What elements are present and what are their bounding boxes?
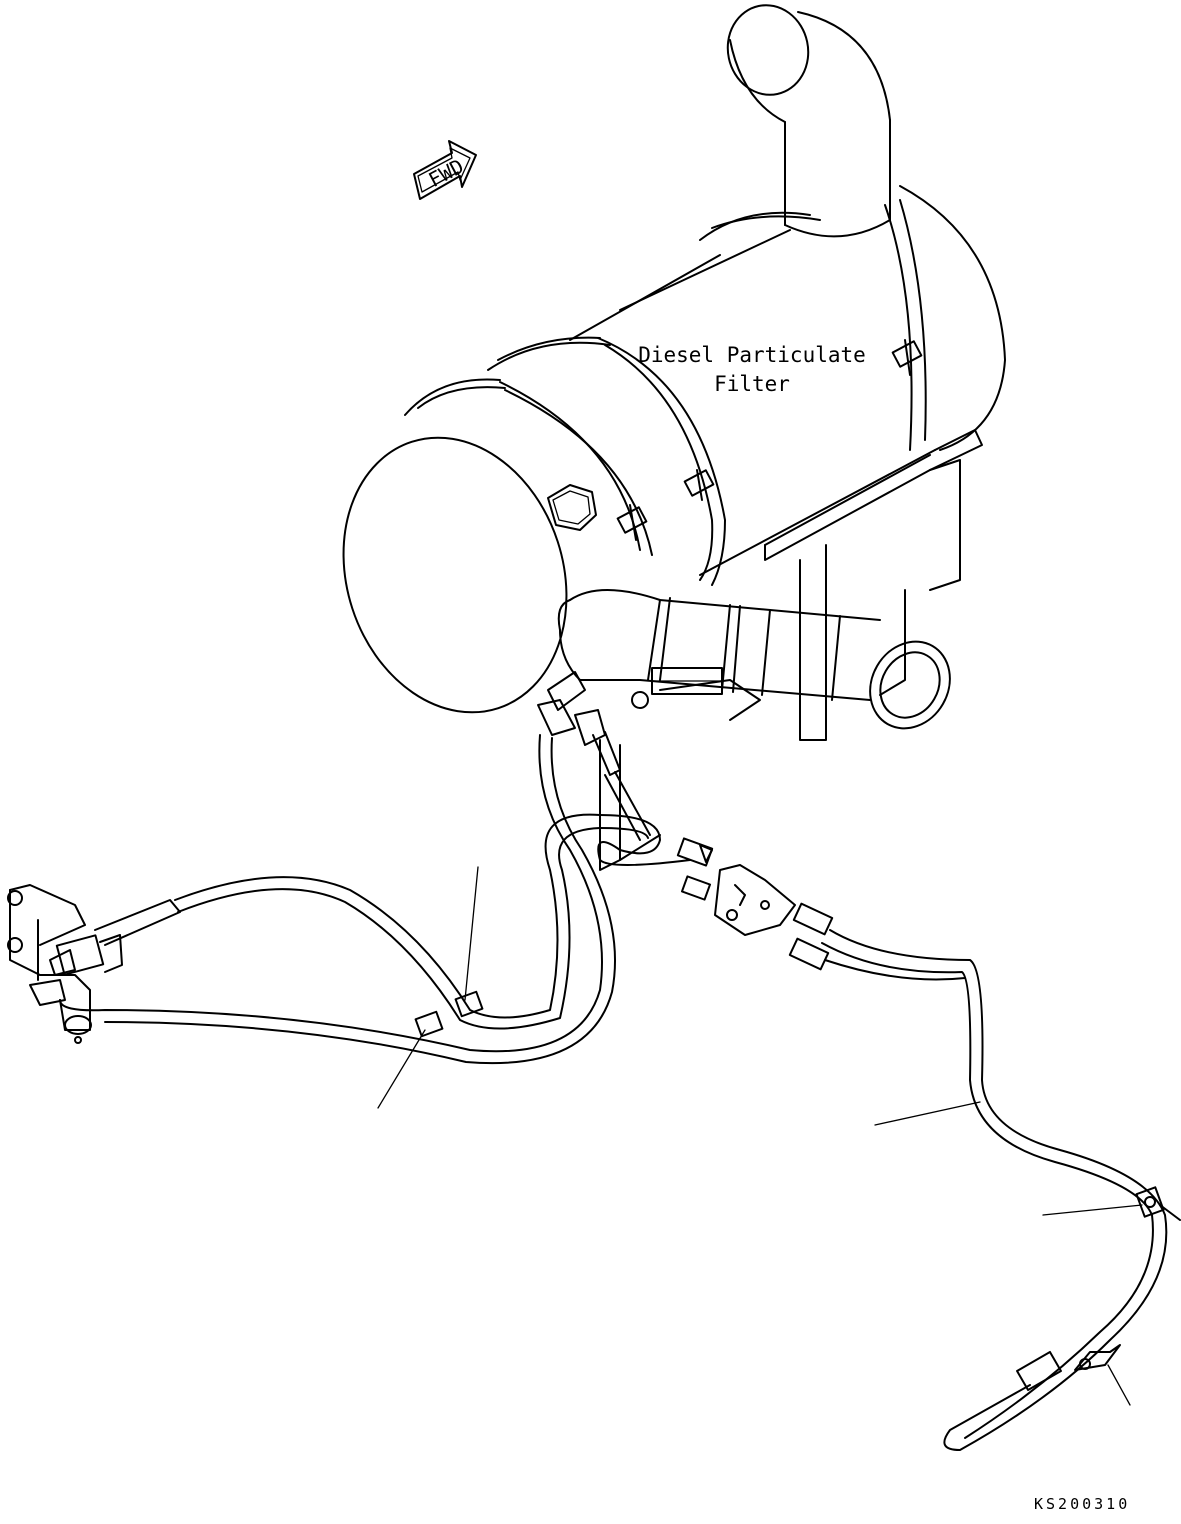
dpf-component-label: Diesel Particulate Filter [632,341,872,399]
dpf-label-line-2: Filter [714,372,790,396]
temperature-sensor [537,671,651,841]
leader-lines [377,866,1143,1406]
drawing-code: KS200310 [1034,1495,1131,1513]
inlet-pipe [557,589,951,730]
pressure-sensor [7,884,181,1044]
mounting-bracket [599,429,983,871]
dpf-body [342,185,1006,714]
exhaust-stack [726,4,891,238]
band-clamps [616,339,923,541]
fwd-arrow-icon [413,140,477,200]
connectors [676,837,1121,1392]
wiring-harness [59,734,1168,1451]
dpf-label-line-1: Diesel Particulate [638,343,866,367]
